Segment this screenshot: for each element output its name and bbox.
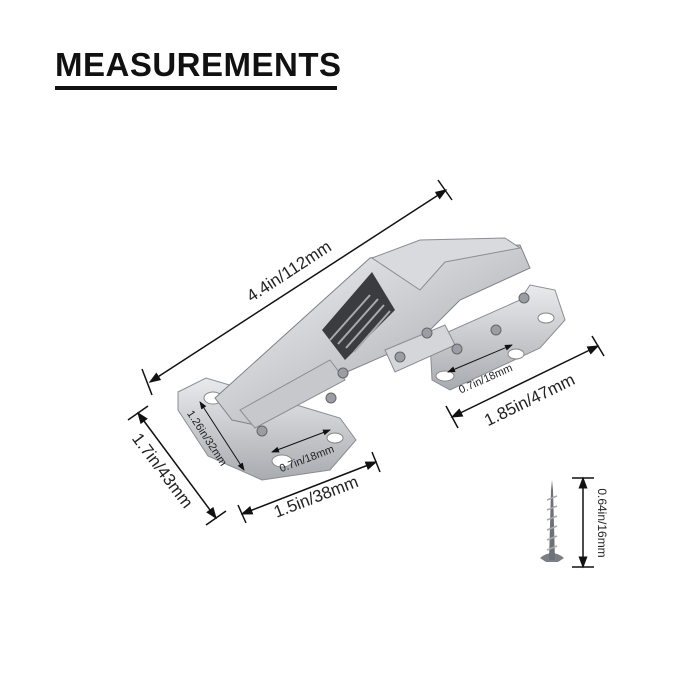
page-title: MEASUREMENTS	[55, 46, 342, 83]
base-height-label: 1.7in/43mm	[128, 430, 197, 512]
dimension-lines	[127, 179, 605, 569]
title-underline	[55, 86, 337, 90]
screw-image	[540, 480, 564, 562]
screw-length-label: 0.64in/16mm	[595, 488, 609, 557]
